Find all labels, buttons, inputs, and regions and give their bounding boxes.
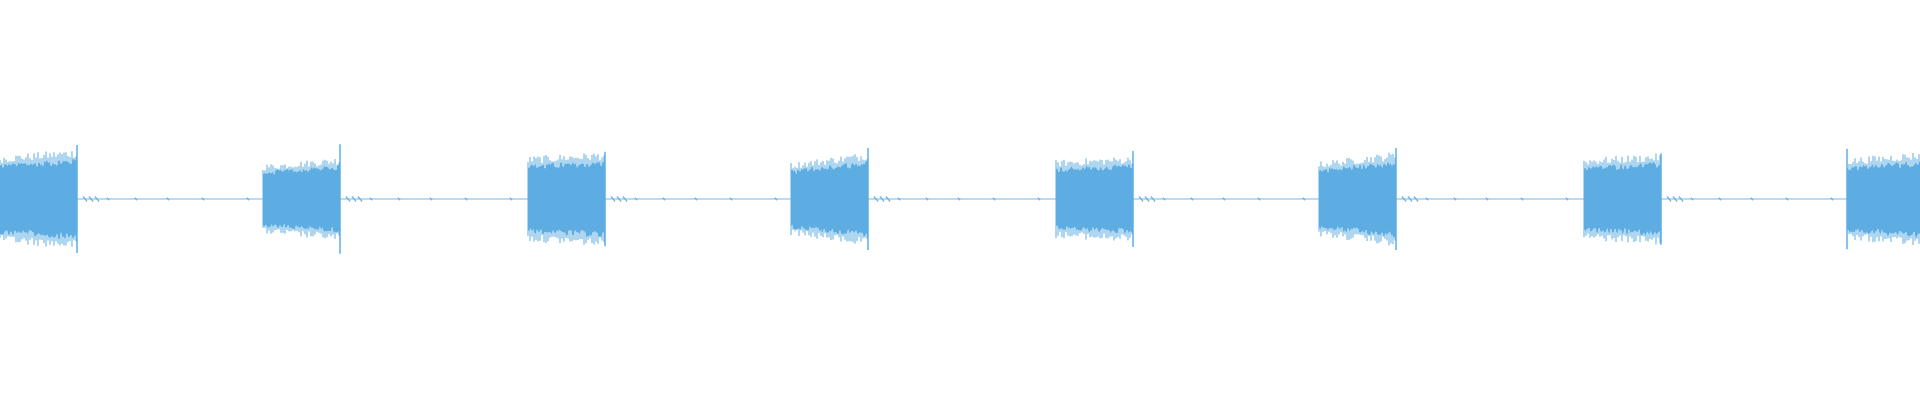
waveform-decay-blip [246,197,250,201]
waveform-decay-blip [357,196,363,202]
waveform-decay-blip [509,197,513,201]
waveform-decay-blip [429,197,433,201]
waveform-decay-blip [1485,197,1489,201]
waveform-decay-blip [1162,197,1166,201]
waveform-decay-blip [694,197,698,201]
waveform-decay-blip [134,197,138,201]
waveform-decay-blip [729,197,733,201]
waveform-decay-blip [1138,196,1144,202]
waveform-burst [0,145,78,253]
waveform-burst [262,144,341,254]
waveform-decay-blip [879,196,885,202]
waveform-decay-blip [1830,197,1834,201]
waveform-decay-blip [1222,197,1226,201]
waveform-burst [790,148,869,250]
waveform-decay-blip [897,197,901,201]
waveform-decay-blip [1666,196,1672,202]
waveform-decay-blip [1750,197,1754,201]
waveform-decay-blip [166,197,170,201]
waveform-decay-blip [610,196,616,202]
waveform-layer [0,144,1920,254]
waveform-decay-blip [351,196,357,202]
waveform-decay-blip [634,197,638,201]
waveform-decay-blip [957,197,961,201]
waveform-decay-blip [885,196,891,202]
waveform-decay-blip [616,196,622,202]
waveform-decay-blip [1672,196,1678,202]
waveform-decay-blip [464,197,468,201]
waveform-decay-blip [1401,196,1407,202]
waveform-burst [1583,153,1662,245]
waveform-decay-blip [1150,196,1156,202]
waveform-burst [527,151,606,247]
waveform-decay-blip [1037,197,1041,201]
waveform-decay-blip [774,197,778,201]
waveform-decay-blip [925,197,929,201]
waveform-decay-blip [1565,197,1569,201]
waveform-decay-blip [201,197,205,201]
waveform-decay-blip [82,196,88,202]
waveform-decay-blip [873,196,879,202]
waveform-decay-blip [622,196,628,202]
waveform-decay-blip [397,197,401,201]
waveform-decay-blip [1520,197,1524,201]
waveform-decay-blip [1190,197,1194,201]
waveform-burst [1846,148,1920,250]
waveform-decay-blip [1257,197,1261,201]
waveform-decay-blip [369,197,373,201]
waveform-decay-blip [94,196,100,202]
waveform-decay-blip [1785,197,1789,201]
waveform-decay-blip [662,197,666,201]
waveform-decay-blip [1425,197,1429,201]
waveform-decay-blip [1690,197,1694,201]
waveform-decay-blip [106,197,110,201]
waveform-burst [1318,148,1397,250]
waveform-decay-blip [1144,196,1150,202]
waveform-decay-blip [1678,196,1684,202]
waveform-decay-blip [1407,196,1413,202]
waveform-decay-blip [1453,197,1457,201]
waveform-decay-blip [88,196,94,202]
waveform-decay-blip [992,197,996,201]
waveform-decay-blip [1718,197,1722,201]
waveform-decay-blip [1413,196,1419,202]
waveform-burst [1055,151,1134,247]
waveform-decay-blip [1302,197,1306,201]
waveform-decay-blip [345,196,351,202]
